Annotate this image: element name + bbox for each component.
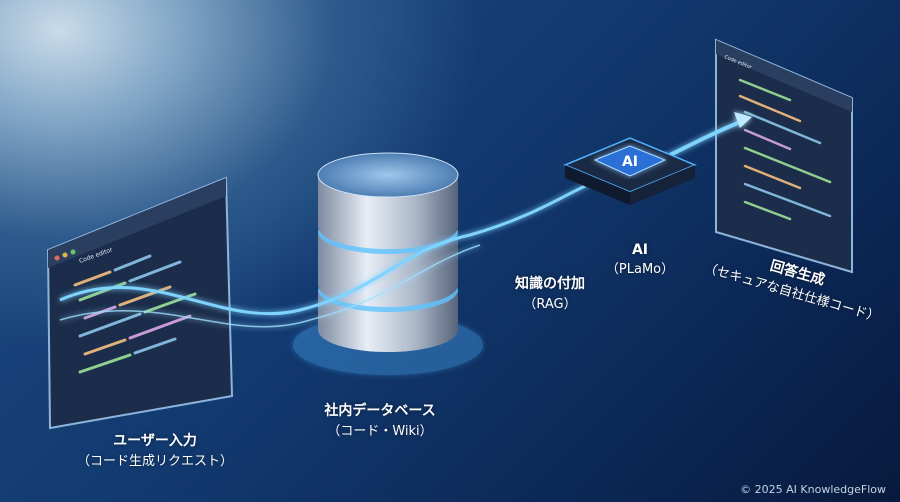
- rag-title: 知識の付加: [515, 276, 585, 292]
- user-input-title: ユーザー入力: [113, 433, 197, 449]
- label-database: 社内データベース （コード・Wiki）: [300, 400, 460, 439]
- arrow-head-icon: [734, 112, 752, 128]
- label-rag: 知識の付加 （RAG）: [500, 273, 600, 312]
- right-code-editor: Code editor: [715, 38, 853, 274]
- user-input-subtitle: （コード生成リクエスト）: [76, 454, 233, 469]
- maximize-dot-icon: [70, 249, 76, 255]
- data-flow-stream: [59, 112, 752, 328]
- chip-label: AI: [622, 154, 638, 170]
- database-subtitle: （コード・Wiki）: [327, 424, 433, 439]
- rag-subtitle: （RAG）: [523, 297, 577, 312]
- database-title: 社内データベース: [324, 403, 436, 419]
- ai-title: AI: [631, 242, 649, 258]
- ai-chip-icon: AI: [563, 137, 697, 205]
- left-code-editor: Code editor: [46, 176, 234, 430]
- database-cylinder-icon: [293, 152, 483, 375]
- label-ai: AI （PLaMo）: [590, 242, 690, 277]
- copyright: © 2025 AI KnowledgeFlow: [740, 483, 886, 496]
- minimize-dot-icon: [62, 252, 68, 258]
- label-user-input: ユーザー入力 （コード生成リクエスト）: [70, 430, 240, 469]
- ai-subtitle: （PLaMo）: [605, 262, 675, 277]
- close-dot-icon: [54, 255, 60, 261]
